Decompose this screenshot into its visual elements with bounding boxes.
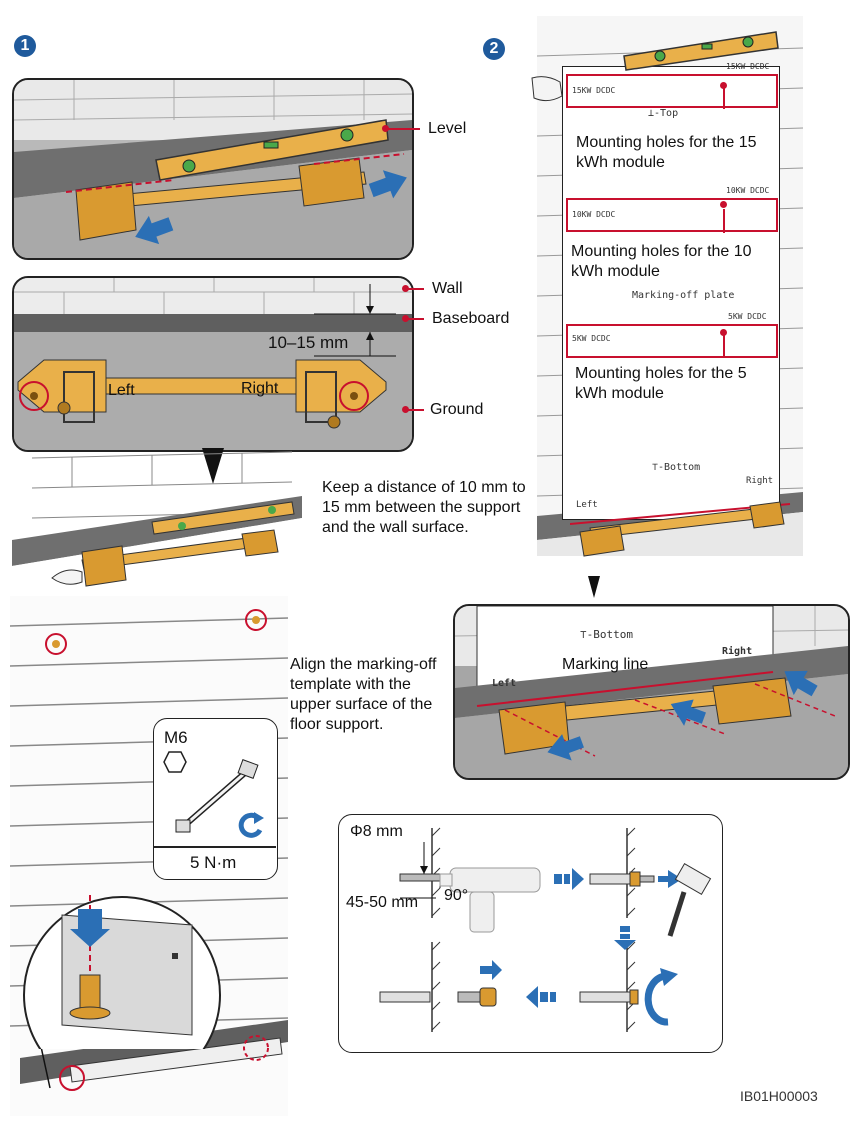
drilling-instruction-box: [338, 814, 723, 1053]
wall-callout-dot: [402, 285, 409, 292]
hand-holding-plate-icon: [531, 76, 563, 102]
step-1-badge: 1: [14, 35, 36, 57]
clockwise-rotate-icon: [238, 812, 264, 838]
distance-panel-illustration: [14, 278, 412, 450]
step2-note: Align the marking-off template with the …: [290, 656, 437, 733]
step1-note: Keep a distance of 10 mm to 15 mm betwee…: [322, 479, 526, 536]
plate-bottom-label: ⊤-Bottom: [652, 462, 701, 473]
bolt-magnifier-illustration: [23, 895, 221, 1049]
detail-right-label: Right: [722, 646, 753, 657]
ground-label: Ground: [430, 401, 484, 418]
tag-15kw-left: 15KW DCDC: [572, 86, 616, 95]
tag-10kw-left: 10KW DCDC: [572, 210, 616, 219]
holes-15kwh-box: [566, 74, 778, 108]
socket-wrench-icon: [175, 759, 259, 833]
holes-15kwh-callout-line: [723, 85, 725, 109]
wall-label: Wall: [432, 280, 463, 297]
torque-divider: [153, 846, 276, 848]
marking-line-label: Marking line: [562, 656, 649, 673]
plate-left-label: Left: [576, 500, 598, 510]
level-on-plate: [623, 31, 779, 71]
distance-panel: [12, 276, 414, 452]
plate-support-illustration: [570, 501, 791, 598]
level-label: Level: [428, 120, 467, 137]
torque-label: 5 N·m: [190, 853, 237, 872]
tag-5kw-right: 5KW DCDC: [728, 312, 767, 321]
figure-id: IB01H00003: [740, 1088, 818, 1104]
baseboard-callout-dot: [402, 315, 409, 322]
support-perspective-illustration: [12, 448, 302, 598]
tag-15kw-right: 15KW DCDC: [726, 62, 770, 71]
level-callout-dot: [382, 125, 389, 132]
tag-5kw-left: 5KW DCDC: [572, 334, 611, 343]
holes-10kwh-callout-dot: [720, 201, 727, 208]
ground-callout-line: [406, 409, 424, 411]
holes-10kwh-callout-line: [723, 209, 725, 233]
drill-angle-label: 90°: [444, 887, 469, 904]
baseboard-label: Baseboard: [432, 310, 510, 327]
holes-5kwh-callout-dot: [720, 329, 727, 336]
level-panel: [12, 78, 414, 260]
drilling-instruction-illustration: [379, 827, 712, 1032]
level-callout-line: [386, 128, 420, 130]
drill-diameter-label: Φ8 mm: [350, 823, 403, 840]
support-left-label: Left: [108, 382, 135, 399]
holes-15kwh-callout-dot: [720, 82, 727, 89]
holes-5kwh-box: [566, 324, 778, 358]
distance-dimension-label: 10–15 mm: [268, 333, 349, 352]
tag-10kw-right: 10KW DCDC: [726, 186, 770, 195]
holes-5kwh-callout-line: [723, 332, 725, 356]
holes-5kwh-label: Mounting holes for the 5 kWh module: [575, 365, 747, 402]
plate-top-label: ⊥-Top: [648, 108, 679, 119]
marking-line-detail-illustration: [455, 606, 848, 778]
marking-off-plate: [562, 66, 780, 520]
holes-15kwh-label: Mounting holes for the 15 kWh module: [576, 134, 757, 171]
wall-callout-line: [406, 288, 424, 290]
level-panel-illustration: [14, 80, 412, 258]
detail-bottom-label: ⊤-Bottom: [580, 628, 633, 641]
bolt-size-label: M6: [164, 728, 188, 747]
baseboard-callout-line: [406, 318, 424, 320]
marking-line-detail-panel: [453, 604, 850, 780]
plate-name-label: Marking-off plate: [632, 290, 735, 301]
holes-10kwh-box: [566, 198, 778, 232]
plate-right-label: Right: [746, 476, 774, 486]
step-2-badge: 2: [483, 38, 505, 60]
drill-depth-label: 45-50 mm: [346, 894, 419, 911]
ground-callout-dot: [402, 406, 409, 413]
holes-10kwh-label: Mounting holes for the 10 kWh module: [571, 243, 752, 280]
hex-nut-icon: [163, 751, 187, 773]
detail-left-label: Left: [492, 678, 517, 689]
support-right-label: Right: [241, 380, 279, 397]
